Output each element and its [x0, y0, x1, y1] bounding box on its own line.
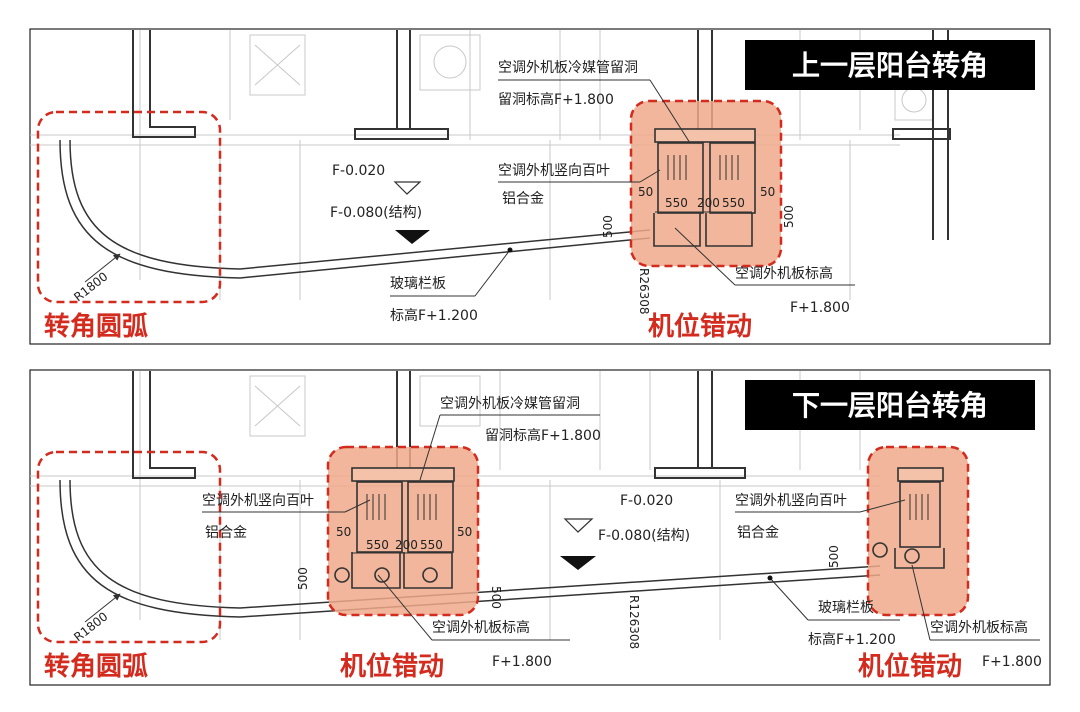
big-radius-label: R126308: [627, 595, 641, 649]
drain-note-1: 空调外机板冷媒管留洞: [440, 396, 580, 412]
offset-highlight-box-right: [866, 445, 970, 617]
panel-upper-floor: 上一层阳台转角 转角圆弧 机位错动 R1800 F-0.020 F-0.080(…: [29, 28, 1051, 345]
glass-note-1: 玻璃栏板: [390, 275, 446, 292]
banner-bg: [745, 380, 1035, 430]
dim-500-middle: 500: [489, 586, 503, 609]
panel-lower-floor: 下一层阳台转角 转角圆弧 机位错动 机位错动 R1800 空调外机板冷媒管留洞 …: [29, 369, 1051, 686]
slab-note-right-2: F+1.800: [982, 654, 1042, 670]
corner-arc-label: 转角圆弧: [44, 311, 148, 342]
louver-note-right-2: 铝合金: [737, 525, 779, 541]
slab-note-1: 空调外机板标高: [432, 619, 530, 636]
dim-500-right: 500: [827, 545, 841, 568]
big-radius-label: R26308: [637, 268, 651, 315]
offset-label-right: 机位错动: [858, 651, 962, 682]
corner-arc-label: 转角圆弧: [44, 651, 148, 682]
dim-200: 200: [395, 538, 418, 552]
level-structure: F-0.080(结构): [330, 205, 422, 221]
slab-note-2: F+1.800: [492, 654, 552, 670]
louver-note-2: 铝合金: [205, 525, 247, 541]
dim-50-right: 50: [760, 185, 775, 199]
dim-500-right: 500: [782, 205, 796, 228]
dim-50-right: 50: [457, 525, 472, 539]
level-finish: F-0.020: [620, 493, 673, 509]
dim-500-left: 500: [296, 567, 310, 590]
level-structure: F-0.080(结构): [598, 528, 690, 544]
ac-unit-group-right: [872, 467, 945, 569]
louver-note-right-1: 空调外机竖向百叶: [735, 493, 847, 509]
glass-railing-curve: [59, 139, 651, 279]
corner-arc-box: [36, 110, 222, 304]
glass-note-2: 标高F+1.200: [808, 631, 896, 648]
ac-unit-group-left: [334, 467, 455, 589]
glass-note-2: 标高F+1.200: [390, 307, 478, 324]
glass-note-1: 玻璃栏板: [818, 599, 874, 616]
level-finish: F-0.020: [332, 163, 385, 179]
louver-note-1: 空调外机竖向百叶: [498, 163, 610, 179]
drain-note-1: 空调外机板冷媒管留洞: [498, 60, 638, 76]
banner-title: 上一层阳台转角: [792, 49, 988, 82]
dim-550-right: 550: [722, 196, 745, 210]
corner-arc-box: [36, 450, 222, 644]
slab-note-right-1: 空调外机板标高: [930, 619, 1028, 636]
dim-200: 200: [697, 196, 720, 210]
offset-label: 机位错动: [648, 311, 752, 342]
dim-550-left: 550: [366, 538, 389, 552]
glass-railing-curve: [59, 479, 881, 618]
dim-550-left: 550: [665, 196, 688, 210]
louver-note-1: 空调外机竖向百叶: [202, 493, 314, 509]
slab-note-1: 空调外机板标高: [735, 265, 833, 282]
drain-note-2: 留洞标高F+1.800: [498, 91, 614, 108]
dim-550-right: 550: [420, 538, 443, 552]
offset-highlight-box-left: [326, 445, 480, 617]
ac-unit-group: [653, 128, 756, 247]
louver-note-2: 铝合金: [502, 191, 544, 207]
banner-title: 下一层阳台转角: [792, 389, 988, 422]
banner-bg: [745, 40, 1035, 90]
dim-50-left: 50: [638, 185, 653, 199]
dim-50-left: 50: [336, 525, 351, 539]
dim-500-left: 500: [601, 215, 615, 238]
offset-label-left: 机位错动: [340, 651, 444, 682]
slab-note-2: F+1.800: [790, 300, 850, 316]
drain-note-2: 留洞标高F+1.800: [485, 427, 601, 444]
